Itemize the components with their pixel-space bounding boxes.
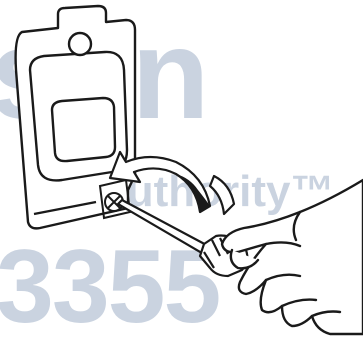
cover-hole xyxy=(69,33,91,55)
watermark-bottom-text: 3355 xyxy=(0,229,219,341)
cover-recess xyxy=(52,98,115,161)
